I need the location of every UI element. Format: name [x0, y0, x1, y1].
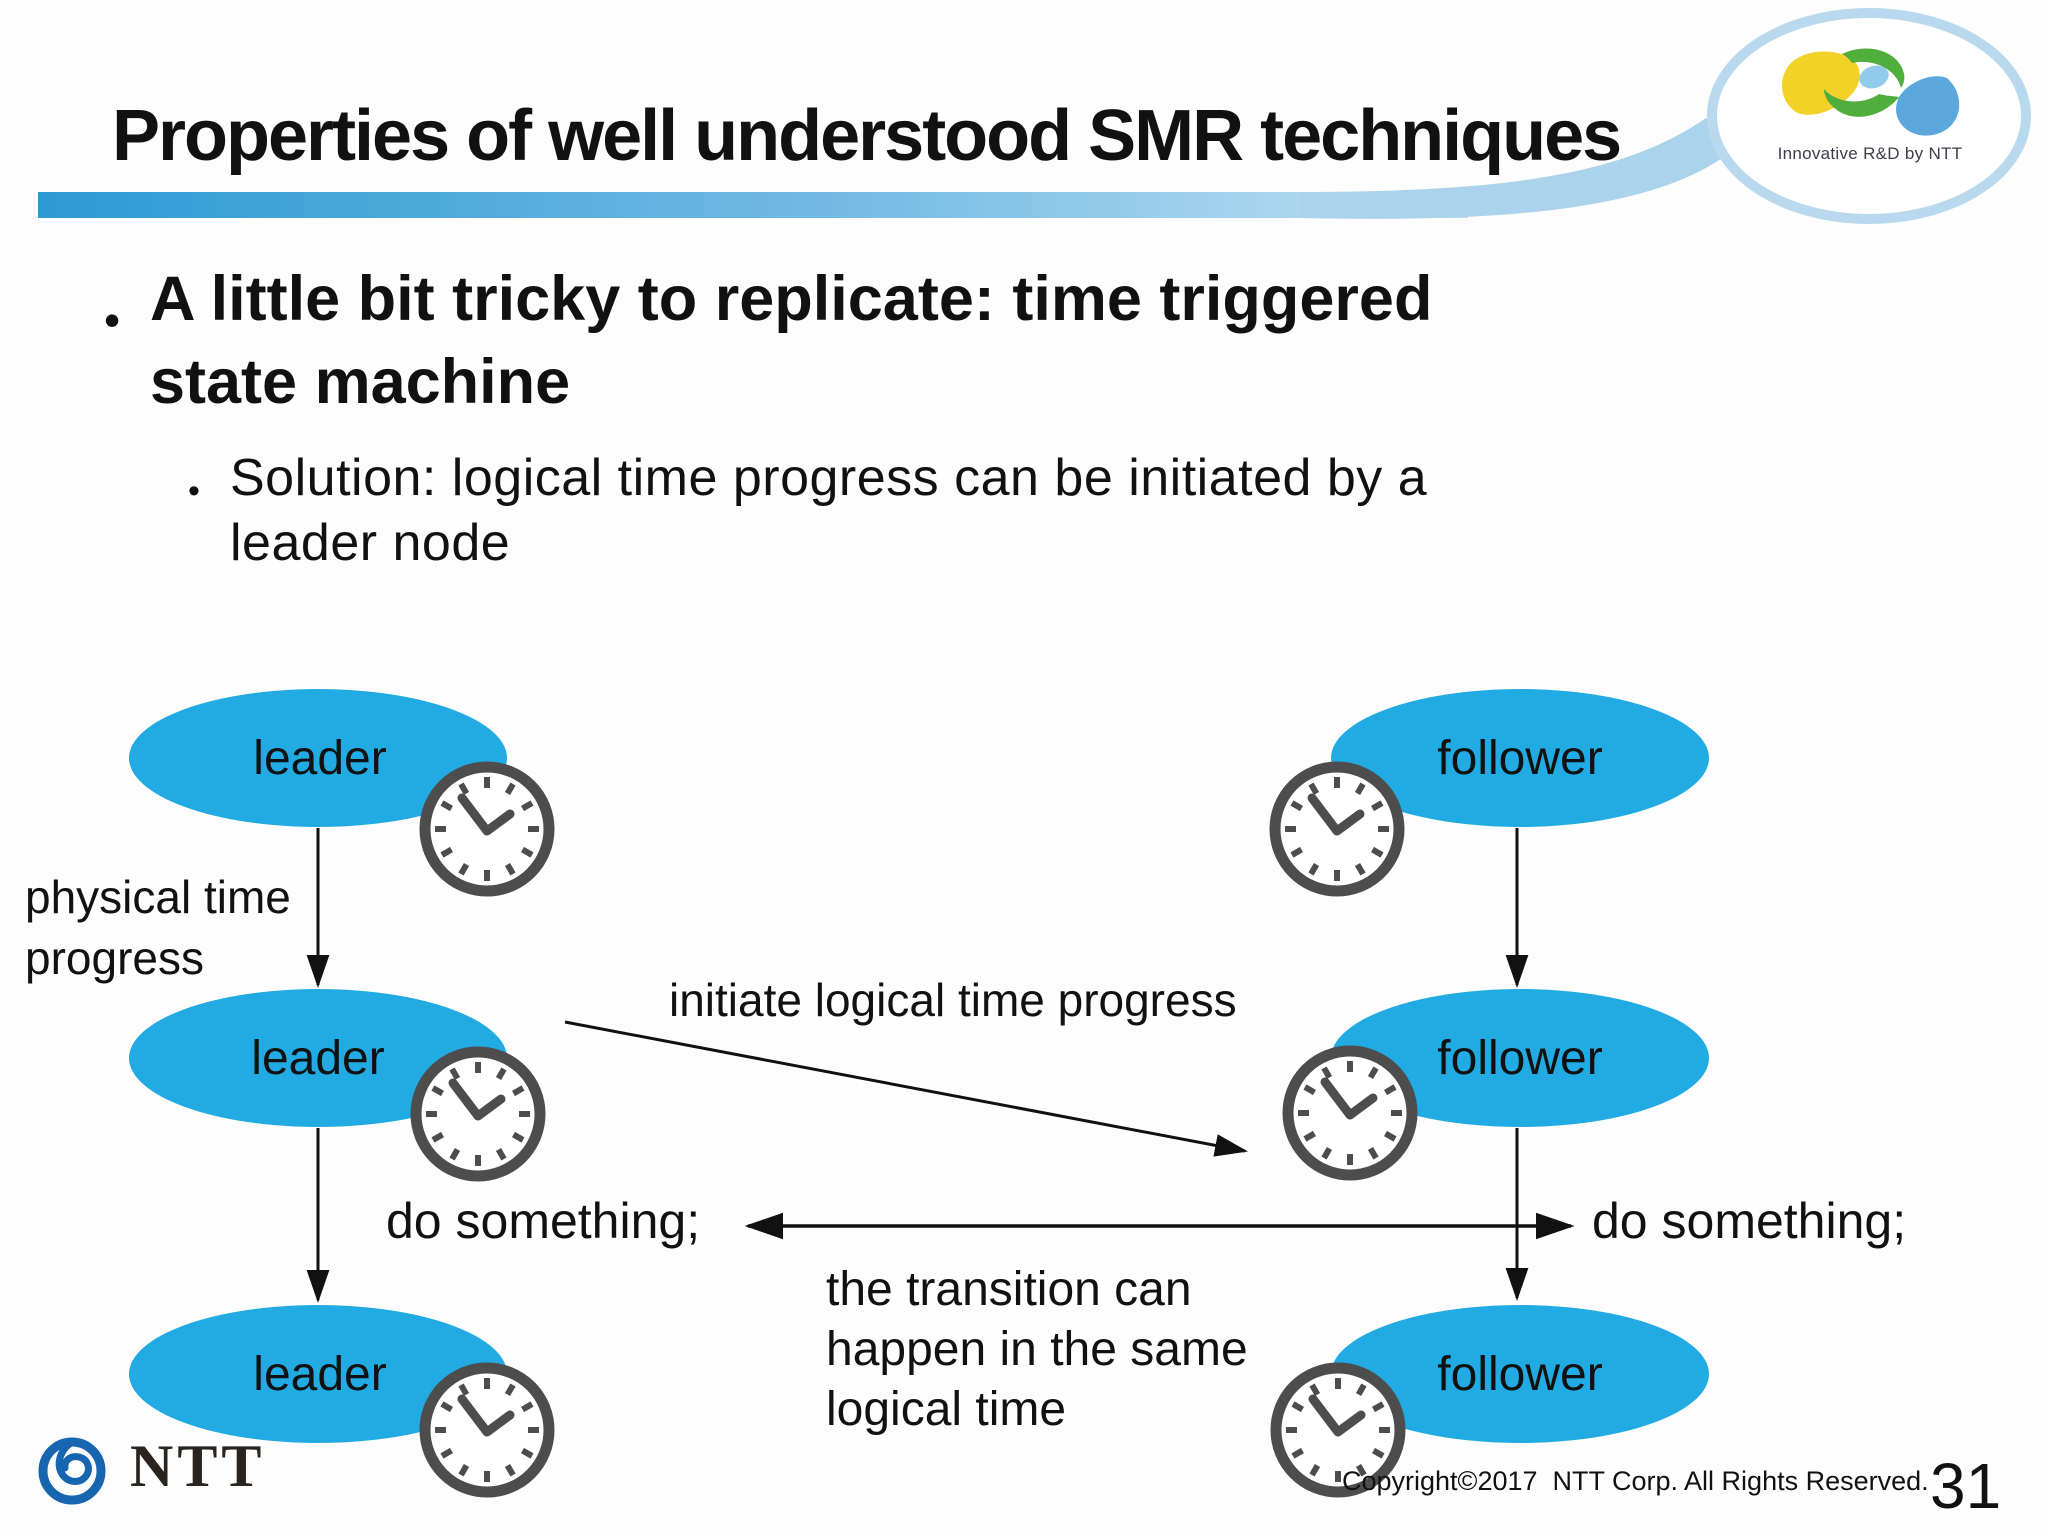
- bullet-marker: •: [104, 294, 121, 346]
- ntt-loop-logo-icon: [38, 1437, 106, 1505]
- follower-label-3: follower: [1437, 1348, 1603, 1401]
- clock-icon: [425, 1368, 549, 1492]
- header-swoosh: [1300, 118, 1733, 219]
- follower-node-3: [1331, 1305, 1709, 1443]
- follower-label-2: follower: [1437, 1032, 1603, 1085]
- clock-icon: [1275, 767, 1399, 891]
- do-something-right-label: do something;: [1592, 1193, 1907, 1249]
- do-something-left-label: do something;: [386, 1193, 701, 1249]
- header-logo-tagline: Innovative R&D by NTT: [1777, 144, 1963, 163]
- leader-node-2: [129, 989, 507, 1127]
- follower-node-2: [1331, 989, 1709, 1127]
- transition-note-label: the transition can happen in the same lo…: [826, 1263, 1248, 1436]
- leader-node-3: [129, 1305, 507, 1443]
- leader-label-3: leader: [253, 1348, 387, 1401]
- sub-bullet-marker: •: [188, 472, 200, 510]
- slide-title: Properties of well understood SMR techni…: [112, 96, 1622, 176]
- initiate-arrow: [564, 1020, 1248, 1157]
- follower-label-1: follower: [1437, 732, 1603, 785]
- clock-icon: [1288, 1051, 1412, 1175]
- clock-icon: [416, 1052, 540, 1176]
- physical-time-progress-label: physical time progress: [25, 871, 291, 984]
- page-number: 31: [1930, 1450, 2002, 1522]
- ntt-wordmark: NTT: [130, 1433, 266, 1499]
- bullet-sub-text: Solution: logical time progress can be i…: [230, 449, 1428, 572]
- clock-icon: [425, 767, 549, 891]
- copyright-notice: Copyright©2017 NTT Corp. All Rights Rese…: [1342, 1466, 1929, 1496]
- follower-node-1: [1331, 689, 1709, 827]
- leader-node-1: [129, 689, 507, 827]
- ntt-innovative-rd-logo-icon: [1782, 48, 1960, 136]
- leader-label-2: leader: [251, 1032, 385, 1085]
- bullet-main-text: A little bit tricky to replicate: time t…: [150, 264, 1433, 417]
- header-logo-ring: [1707, 8, 2031, 224]
- title-underline-bar: [38, 192, 1468, 218]
- leader-label-1: leader: [253, 732, 387, 785]
- initiate-logical-time-label: initiate logical time progress: [669, 974, 1237, 1026]
